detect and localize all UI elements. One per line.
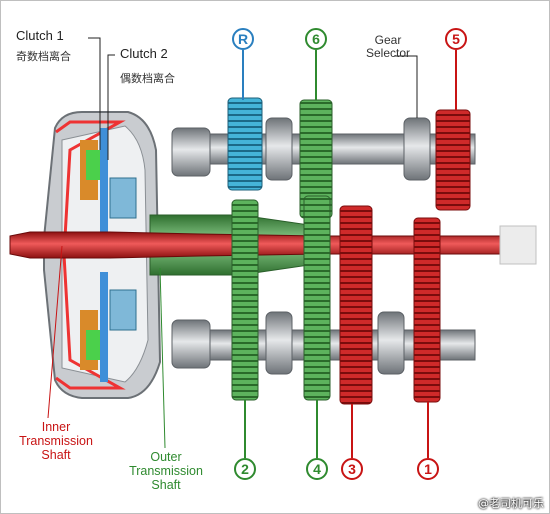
inner-shaft-line3: Shaft <box>41 448 71 462</box>
watermark: @老司机可乐 <box>478 497 544 510</box>
clutch-2-label: Clutch 2 <box>120 46 168 61</box>
clutch-2-cn-label: 偶数档离合 <box>120 72 175 85</box>
leader-lines <box>47 37 457 458</box>
marker-5: 5 <box>445 28 467 50</box>
outer-shaft-line1: Outer <box>150 450 182 464</box>
gear-3-main <box>339 205 373 405</box>
inner-shaft-line1: Inner <box>41 420 71 434</box>
gear-reverse-upper <box>227 97 263 191</box>
clutch-1-cn-label: 奇数档离合 <box>16 50 71 63</box>
marker-reverse: R <box>232 28 254 50</box>
gear-selector-line2: Selector <box>365 46 411 60</box>
gear-1-main <box>413 217 441 403</box>
marker-4: 4 <box>306 458 328 480</box>
gear-4-main <box>303 195 331 401</box>
gear-5-upper <box>435 109 471 211</box>
marker-1: 1 <box>417 458 439 480</box>
synchro-upper-2 <box>403 117 431 181</box>
marker-2: 2 <box>234 458 256 480</box>
outer-shaft-line2: Transmission <box>129 464 203 478</box>
inner-shaft-line2: Transmission <box>19 434 93 448</box>
clutch-housing <box>43 111 162 399</box>
synchro-upper-1 <box>265 117 293 181</box>
outer-shaft-label: Outer Transmission Shaft <box>116 450 216 492</box>
inner-shaft-label: Inner Transmission Shaft <box>4 420 108 462</box>
gear-2-main <box>231 199 259 401</box>
synchro-lower-2 <box>377 311 405 375</box>
marker-3: 3 <box>341 458 363 480</box>
gear-selector-label: Gear Selector <box>358 34 418 60</box>
clutch-1-label: Clutch 1 <box>16 28 64 43</box>
synchro-lower-1 <box>265 311 293 375</box>
marker-6: 6 <box>305 28 327 50</box>
outer-shaft-line3: Shaft <box>151 478 181 492</box>
gear-selector-line1: Gear <box>374 33 402 47</box>
